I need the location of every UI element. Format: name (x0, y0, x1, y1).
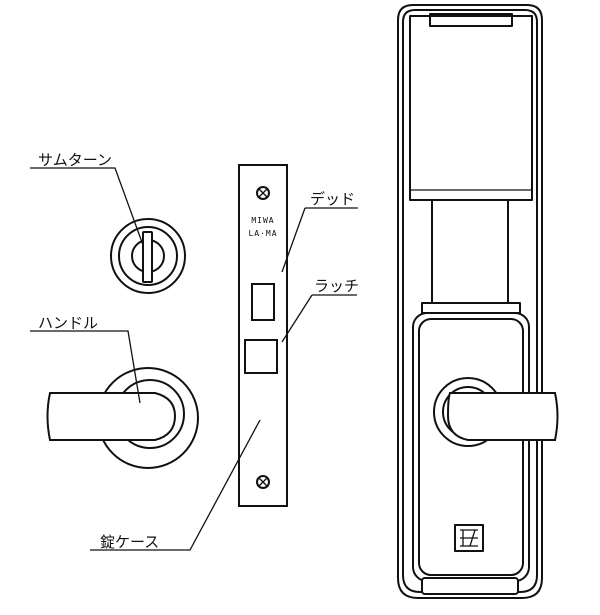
thumbturn-drawing (110, 218, 186, 294)
label-deadbolt: デッド (310, 190, 355, 208)
maker-logo-icon (460, 529, 478, 547)
lock-case-faceplate: MIWA LA·MA (238, 164, 288, 507)
faceplate-model: LA·MA (248, 229, 277, 238)
label-thumbturn: サムターン (38, 151, 112, 169)
label-handle: ハンドル (38, 314, 98, 332)
label-latch: ラッチ (314, 277, 359, 295)
leader-lines (30, 167, 358, 551)
label-lock-case: 錠ケース (100, 533, 159, 551)
faceplate-brand: MIWA (251, 216, 274, 225)
lockset-front-view (397, 4, 559, 599)
handle-drawing (46, 367, 199, 469)
deadbolt-opening (251, 283, 275, 321)
latch-opening (244, 339, 278, 374)
